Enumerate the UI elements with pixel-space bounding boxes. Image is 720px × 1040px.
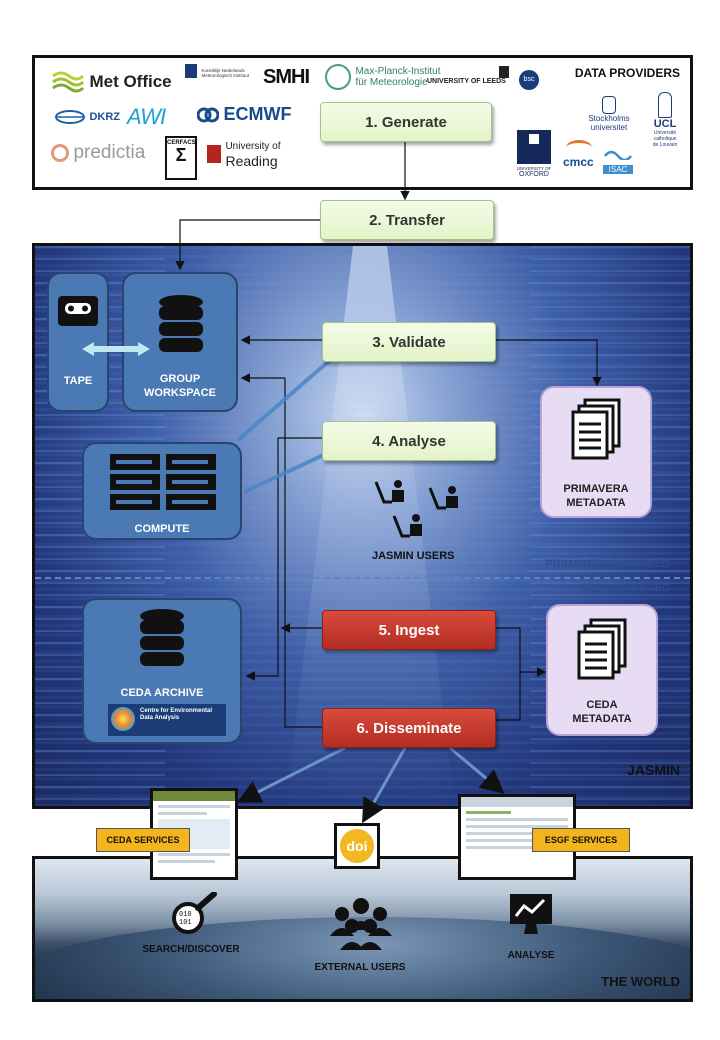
group-workspace-panel: GROUP WORKSPACE <box>122 272 238 412</box>
ceda-metadata-label: CEDA METADATA <box>572 699 632 725</box>
ceda-archive-panel: CEDA ARCHIVE Centre for Environmental Da… <box>82 598 242 744</box>
cerfacs-logo: CERFACS Σ <box>165 136 197 180</box>
ceda-logo: Centre for Environmental Data Analysis <box>108 704 226 736</box>
ceda-documents-icon <box>577 618 627 680</box>
world-title: THE WORLD <box>601 974 680 989</box>
met-office-icon <box>52 71 85 93</box>
dkrz-logo: DKRZ <box>55 108 120 126</box>
cmcc-logo: cmcc <box>563 140 594 169</box>
ecmwf-logo: ECMWF <box>196 104 291 125</box>
svg-text:101: 101 <box>179 919 192 927</box>
oxford-line2: OXFORD <box>519 171 549 178</box>
bsc-logo: bsc <box>519 70 539 90</box>
step-analyse[interactable]: 4. Analyse <box>322 421 496 461</box>
cmcc-icon <box>566 140 592 155</box>
svg-text:010: 010 <box>179 911 192 919</box>
step-disseminate[interactable]: 6. Disseminate <box>322 708 496 748</box>
crown-icon <box>185 64 197 78</box>
stockholm-logo: Stockholms universitet <box>583 96 635 132</box>
ceda-metadata-panel: CEDA METADATA <box>546 604 658 736</box>
oxford-logo <box>517 130 551 164</box>
awi-logo: AWI <box>127 104 166 129</box>
database-icon <box>159 295 203 352</box>
server-rack-icon <box>110 454 216 510</box>
esgf-services-tag[interactable]: ESGF SERVICES <box>532 828 630 852</box>
analyse-chart-icon <box>510 894 552 934</box>
tape-workspace-arrow <box>82 342 150 356</box>
jasmin-users-icon <box>374 480 458 538</box>
group-workspace-label: GROUP WORKSPACE <box>144 373 216 399</box>
cassette-icon <box>58 296 98 326</box>
mpi-logo: Max-Planck-Institut für Meteorologie <box>325 64 440 90</box>
primavera-managed-label: PRIMAVERA MANAGED <box>545 558 670 570</box>
ucl-crest-icon <box>658 92 672 118</box>
smhi-logo: SMHI <box>263 66 310 88</box>
jasmin-users-label: JASMIN USERS <box>372 550 455 562</box>
oxford-line1: UNIVERSITY OF <box>516 166 552 171</box>
ucl-logo: UCL Université catholique de Louvain <box>645 92 685 148</box>
ecmwf-icon <box>196 107 220 122</box>
search-discover-label: SEARCH/DISCOVER <box>142 944 240 955</box>
compute-panel: COMPUTE <box>82 442 242 540</box>
predictia-icon <box>51 144 69 162</box>
step-ingest[interactable]: 5. Ingest <box>322 610 496 650</box>
leeds-logo: UNIVERSITY OF LEEDS <box>427 78 506 85</box>
archive-database-icon <box>140 609 184 666</box>
isac-logo: ISAC <box>603 146 633 174</box>
data-providers-box: DATA PROVIDERS Met Office Koninklijk Ned… <box>32 55 693 190</box>
doi-icon: doi <box>340 829 374 863</box>
analyse-label: ANALYSE <box>507 950 555 961</box>
sigma-icon: Σ <box>175 145 187 165</box>
jasmin-title: JASMIN <box>627 762 680 778</box>
mpi-icon <box>325 64 351 90</box>
isac-icon <box>604 150 632 162</box>
documents-icon <box>571 398 621 460</box>
stockholm-crest-icon <box>602 96 616 114</box>
ceda-globe-icon <box>111 707 135 731</box>
knmi-logo: Koninklijk Nederlands Meteorologisch Ins… <box>185 64 257 82</box>
oxford-crest-icon <box>529 134 539 144</box>
managed-divider <box>35 577 690 579</box>
leeds-crest-icon <box>499 66 509 78</box>
ceda-services-tag[interactable]: CEDA SERVICES <box>96 828 190 852</box>
external-users-label: EXTERNAL USERS <box>314 962 406 973</box>
external-users-icon <box>330 898 392 950</box>
dkrz-icon <box>55 109 85 124</box>
step-generate[interactable]: 1. Generate <box>320 102 492 142</box>
ceda-archive-label: CEDA ARCHIVE <box>120 687 204 699</box>
doi-badge[interactable]: doi <box>334 823 380 869</box>
primavera-metadata-panel: PRIMAVERA METADATA <box>540 386 652 518</box>
predictia-logo: predictia <box>51 142 145 164</box>
tape-label: TAPE <box>63 375 93 387</box>
world-box: THE WORLD <box>32 856 693 1002</box>
primavera-metadata-label: PRIMAVERA METADATA <box>563 483 629 509</box>
ceda-managed-label: CEDA MANAGED <box>579 582 670 594</box>
tape-panel: TAPE <box>47 272 109 412</box>
reading-crest-icon <box>207 145 221 163</box>
step-transfer[interactable]: 2. Transfer <box>320 200 494 240</box>
earth-horizon <box>35 917 690 999</box>
step-validate[interactable]: 3. Validate <box>322 322 496 362</box>
data-providers-title: DATA PROVIDERS <box>574 66 680 80</box>
compute-label: COMPUTE <box>134 523 190 535</box>
met-office-logo: Met Office <box>51 70 172 94</box>
search-discover-icon: 010 101 <box>172 892 217 934</box>
reading-logo: University of Reading <box>207 140 280 168</box>
